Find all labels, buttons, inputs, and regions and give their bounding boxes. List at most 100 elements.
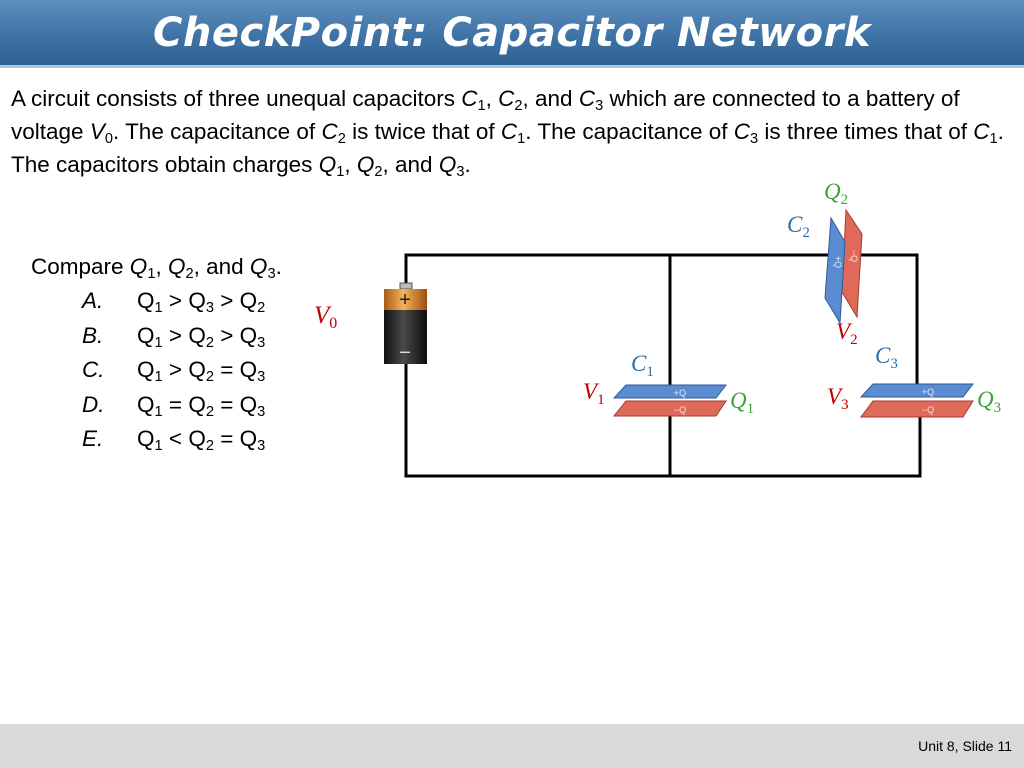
symbol-q: Q [318, 152, 337, 177]
question-text: , [155, 254, 168, 279]
question-text: Compare [31, 254, 130, 279]
subscript: 1 [517, 131, 526, 147]
intro-text: , and [522, 86, 579, 111]
symbol-c: C [733, 119, 750, 144]
subscript: 2 [205, 334, 214, 351]
c1-negative-plate [612, 400, 727, 417]
battery-positive-cap [384, 289, 427, 310]
c2-plate-plus-label: +Q [833, 256, 843, 268]
choice-letter: E. [82, 426, 104, 451]
choice-c[interactable]: C.Q1 > Q2 = Q3 [82, 353, 265, 388]
c1-label: C1 [631, 351, 654, 380]
battery: + − [384, 282, 427, 364]
subscript: 1 [154, 334, 163, 351]
symbol-q: Q [188, 288, 206, 313]
operator: > [162, 322, 189, 348]
c1-plate-minus-label: −Q [674, 405, 686, 415]
choice-expression: Q1 = Q2 = Q3 [137, 388, 265, 423]
battery-voltage-label: V0 [314, 302, 337, 332]
c3-negative-plate [860, 400, 974, 418]
subscript: 1 [154, 369, 163, 385]
choice-d[interactable]: D. Q1 = Q2 = Q3 [82, 388, 265, 423]
operator: > [162, 357, 189, 382]
subscript: 1 [154, 438, 163, 454]
subscript: 2 [374, 164, 383, 180]
wire-top-right [840, 253, 919, 390]
symbol-q: Q [239, 391, 258, 417]
symbol-q: Q [188, 391, 206, 417]
subscript: 3 [595, 98, 604, 114]
symbol-q: Q [249, 254, 268, 279]
choice-e[interactable]: E.Q1 < Q2 = Q3 [82, 422, 265, 457]
operator: = [213, 391, 240, 417]
subscript: 2 [205, 403, 214, 420]
c3-plate-plus-label: +Q [922, 387, 934, 397]
c2-label: C2 [787, 212, 810, 241]
choice-letter: B. [82, 322, 104, 348]
choice-a[interactable]: A.Q1 > Q3 > Q2 [82, 284, 265, 319]
symbol-q: Q [137, 322, 155, 348]
choice-b[interactable]: B.Q1 > Q2 > Q3 [82, 319, 265, 354]
v2-label: V2 [836, 319, 858, 348]
v3-label: V3 [827, 384, 849, 413]
operator: < [162, 426, 189, 451]
wire-top-left [404, 253, 833, 306]
wire-left-bottom [404, 360, 922, 478]
subscript: 3 [267, 266, 276, 282]
subscript: 3 [257, 369, 266, 385]
subscript: 3 [750, 131, 759, 147]
subscript: 2 [257, 300, 266, 316]
title-bar: CheckPoint: Capacitor Network [0, 0, 1024, 68]
intro-text: , [485, 86, 499, 111]
choice-letter: D. [82, 391, 105, 417]
subscript: 1 [336, 164, 345, 180]
c2-plate-minus-label: −Q [849, 250, 859, 262]
subscript: 2 [205, 369, 214, 385]
operator: = [213, 357, 240, 382]
symbol-q: Q [356, 152, 375, 177]
battery-minus-sign: − [399, 342, 411, 364]
choice-letter: A. [82, 288, 104, 313]
operator: > [213, 288, 240, 313]
symbol-v: V [89, 119, 105, 144]
intro-text: which are connected to a battery of volt… [11, 86, 960, 144]
q3-label: Q3 [977, 387, 1001, 416]
subscript: 1 [154, 300, 163, 316]
subscript: 1 [154, 403, 163, 420]
operator: = [213, 426, 240, 451]
symbol-c: C [500, 119, 518, 144]
symbol-q: Q [167, 254, 186, 279]
symbol-q: Q [137, 357, 155, 382]
v1-label: V1 [583, 379, 605, 408]
symbol-q: Q [137, 391, 155, 417]
operator: = [162, 391, 189, 417]
slide-title: CheckPoint: Capacitor Network [153, 10, 871, 56]
subscript: 3 [257, 438, 266, 454]
symbol-q: Q [239, 357, 258, 382]
question-text: , and [193, 254, 250, 279]
subscript: 2 [205, 438, 214, 454]
symbol-q: Q [137, 426, 155, 451]
subscript: 3 [205, 300, 214, 316]
symbol-q: Q [438, 152, 457, 177]
operator: > [213, 322, 240, 348]
c3-positive-plate [859, 383, 975, 398]
c2-positive-plate [824, 216, 846, 325]
intro-text: . [464, 152, 471, 177]
intro-text: A circuit consists of three unequal capa… [11, 86, 462, 111]
subscript: 2 [514, 98, 523, 114]
subscript: 2 [337, 131, 346, 147]
operator: > [162, 288, 189, 313]
subscript: 0 [104, 131, 113, 147]
question-prompt: Compare Q1, Q2, and Q3. [31, 250, 282, 284]
c3-label: C3 [875, 343, 898, 372]
choice-expression: Q1 > Q2 > Q3 [137, 319, 265, 354]
c3-plate-minus-label: −Q [922, 405, 934, 415]
question-text: . [275, 254, 282, 279]
symbol-q: Q [188, 322, 206, 348]
symbol-q: Q [188, 426, 206, 451]
footer-bar: Unit 8, Slide 11 [0, 724, 1024, 768]
subscript: 3 [257, 334, 266, 351]
subscript: 1 [147, 266, 156, 282]
